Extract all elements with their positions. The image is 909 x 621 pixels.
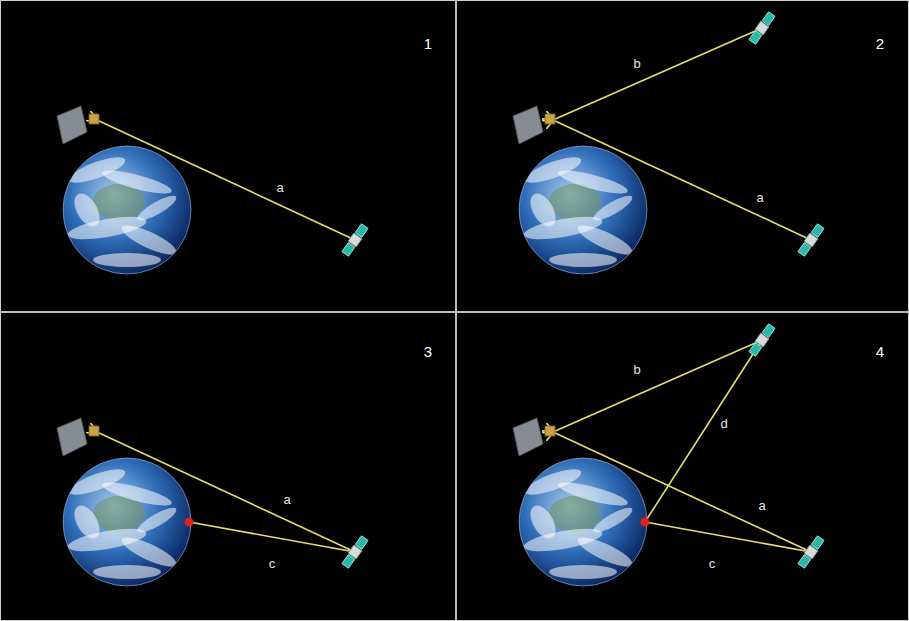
signal-line: [553, 432, 811, 552]
line-label: b: [631, 57, 642, 71]
signal-line: [97, 120, 355, 240]
panel-number: 3: [422, 344, 434, 361]
line-label: a: [754, 191, 765, 205]
line-label: c: [707, 557, 718, 571]
gps-satellite: [341, 535, 369, 569]
gps-satellite: [748, 323, 776, 357]
divider: [455, 0, 457, 621]
panel: [57, 418, 369, 586]
signal-line: [189, 522, 355, 552]
panel: [513, 11, 825, 274]
satellite: [57, 106, 99, 144]
gps-satellite: [748, 11, 776, 45]
earth: [519, 146, 647, 274]
panel-number: 4: [874, 344, 886, 361]
line-label: a: [274, 181, 285, 195]
signal-line: [645, 340, 762, 522]
earth: [63, 458, 191, 586]
gps-satellite: [797, 223, 825, 257]
line-label: d: [718, 417, 729, 431]
panel-number: 1: [422, 36, 434, 53]
satellite: [513, 418, 555, 456]
signal-line: [553, 120, 811, 240]
signal-line: [97, 432, 355, 552]
panel: [513, 323, 825, 586]
line-label: b: [631, 363, 642, 377]
earth: [63, 146, 191, 274]
earth: [519, 458, 647, 586]
ground-station: [185, 518, 194, 527]
signal-line: [553, 340, 762, 432]
line-label: c: [267, 557, 278, 571]
line-label: a: [281, 493, 292, 507]
ground-station: [641, 518, 650, 527]
signal-line: [645, 522, 811, 552]
line-label: a: [756, 499, 767, 513]
panel-number: 2: [874, 36, 886, 53]
gps-satellite: [341, 223, 369, 257]
gps-satellite: [797, 535, 825, 569]
panel: [57, 106, 369, 274]
satellite: [57, 418, 99, 456]
signal-line: [553, 28, 762, 120]
satellite: [513, 106, 555, 144]
divider: [0, 311, 909, 313]
